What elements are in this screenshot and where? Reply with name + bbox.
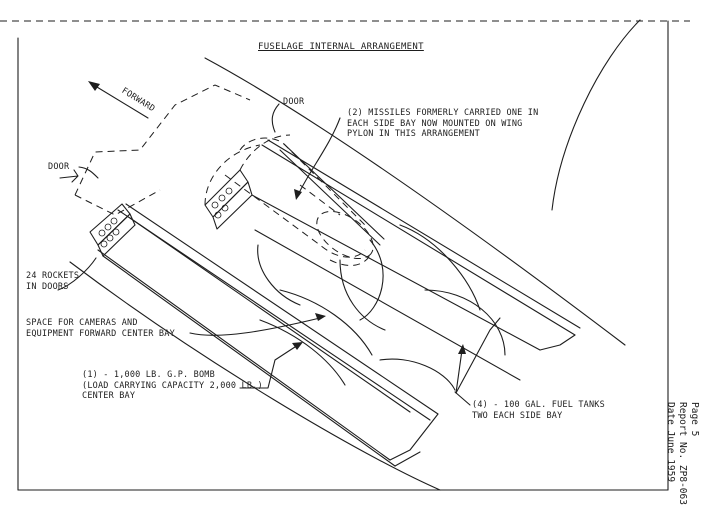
door-left-label: DOOR	[48, 162, 70, 172]
bomb	[259, 289, 373, 386]
leader-lines	[57, 103, 501, 406]
door-top-label: DOOR	[283, 97, 305, 107]
missile-outline	[224, 137, 374, 260]
fuel-tanks-callout: (4) - 100 GAL. FUEL TANKS TWO EACH SIDE …	[472, 400, 605, 421]
fuel-tanks	[257, 224, 506, 391]
center-bay-rails	[97, 203, 439, 467]
missiles-callout: (2) MISSILES FORMERLY CARRIED ONE IN EAC…	[347, 108, 539, 139]
bomb-callout: (1) - 1,000 LB. G.P. BOMB (LOAD CARRYING…	[82, 370, 263, 401]
side-bay-rails	[251, 139, 581, 381]
page-border	[0, 20, 690, 491]
report-number: Report No. ZP8-063	[677, 402, 688, 505]
page-number: Page 5	[689, 402, 700, 437]
rockets-callout: 24 ROCKETS IN DOORS	[26, 271, 80, 292]
forward-arrow	[88, 81, 149, 119]
cameras-callout: SPACE FOR CAMERAS AND EQUIPMENT FORWARD …	[26, 318, 175, 339]
report-date: Date June 1959	[665, 402, 676, 483]
fuselage-skin	[69, 19, 641, 491]
page-title: FUSELAGE INTERNAL ARRANGEMENT	[258, 42, 424, 52]
